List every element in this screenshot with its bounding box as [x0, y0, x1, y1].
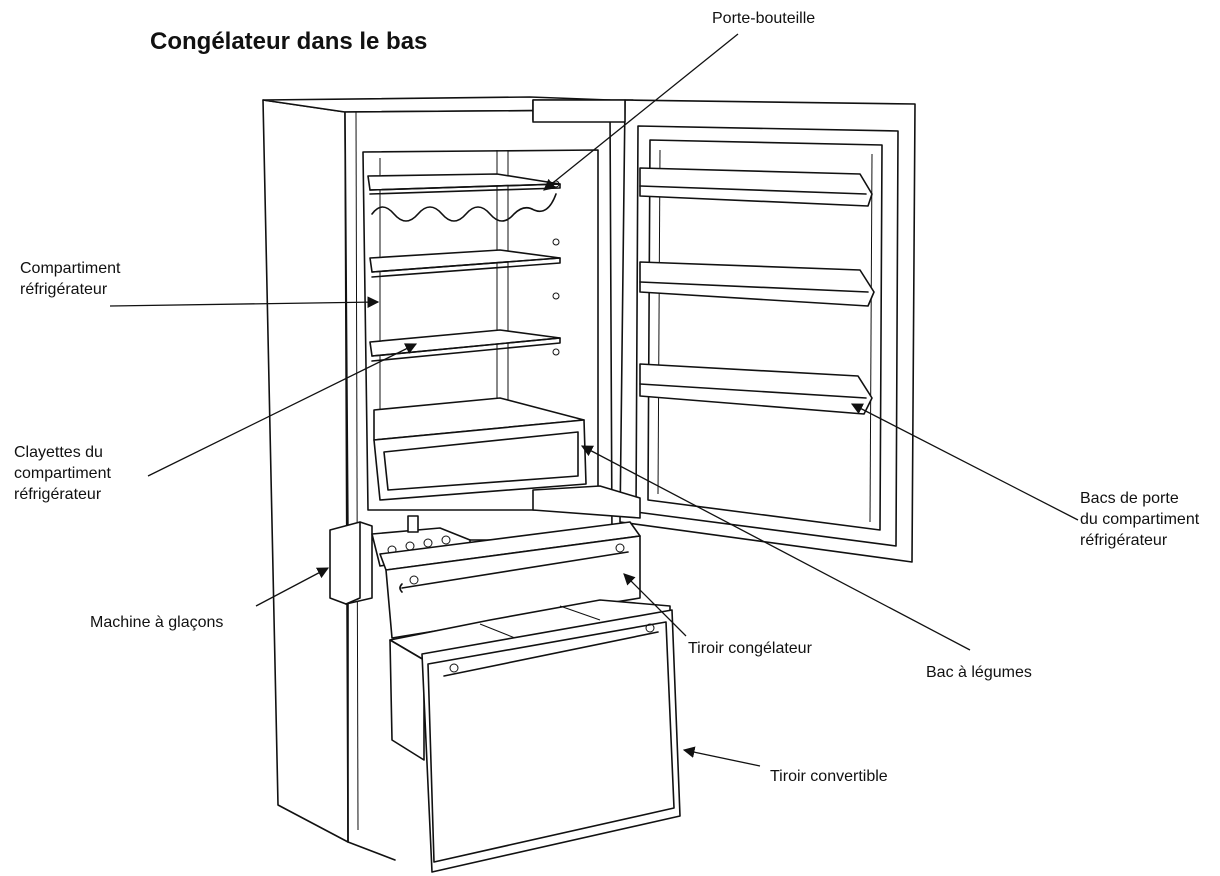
label-bottle-rack: Porte-bouteille — [712, 8, 815, 29]
label-line: réfrigérateur — [20, 281, 108, 298]
label-crisper: Bac à légumes — [926, 662, 1032, 683]
label-line: Porte-bouteille — [712, 10, 816, 27]
label-line: réfrigérateur — [1080, 532, 1168, 549]
label-line: Tiroir convertible — [770, 768, 888, 785]
leader-fridge-compartment — [109, 296, 380, 309]
label-fridge-compartment: Compartiment réfrigérateur — [20, 258, 120, 300]
freezer-drawer — [379, 521, 641, 639]
label-line: Clayettes du — [14, 444, 103, 461]
label-line: Machine à glaçons — [90, 614, 224, 631]
fridge-door — [532, 99, 916, 563]
label-line: réfrigérateur — [14, 486, 102, 503]
label-ice-maker: Machine à glaçons — [90, 612, 223, 633]
label-line: Compartiment — [20, 260, 121, 277]
label-line: du compartiment — [1080, 511, 1200, 528]
leader-crisper — [580, 445, 971, 651]
leader-fridge-shelves — [147, 343, 418, 477]
crisper-bin — [373, 397, 587, 501]
label-door-bins: Bacs de porte du compartiment réfrigérat… — [1080, 488, 1199, 551]
label-line: Bac à légumes — [926, 664, 1032, 681]
door-bins — [639, 167, 875, 415]
leader-door-bins — [850, 403, 1079, 521]
label-freezer-drawer: Tiroir congélateur — [688, 638, 812, 659]
fridge-shelves — [367, 173, 561, 362]
label-line: Tiroir congélateur — [688, 640, 812, 657]
leader-convertible-drawer — [682, 746, 761, 767]
label-fridge-shelves: Clayettes du compartiment réfrigérateur — [14, 442, 111, 505]
convertible-drawer — [389, 599, 681, 873]
leader-lines — [109, 33, 1079, 767]
label-line: compartiment — [14, 465, 111, 482]
label-convertible-drawer: Tiroir convertible — [770, 766, 888, 787]
label-line: Bacs de porte — [1080, 490, 1179, 507]
leader-freezer-drawer — [623, 573, 687, 637]
leader-bottle-rack — [543, 33, 739, 191]
diagram-title: Congélateur dans le bas — [150, 28, 428, 55]
leader-ice-maker — [255, 567, 330, 607]
